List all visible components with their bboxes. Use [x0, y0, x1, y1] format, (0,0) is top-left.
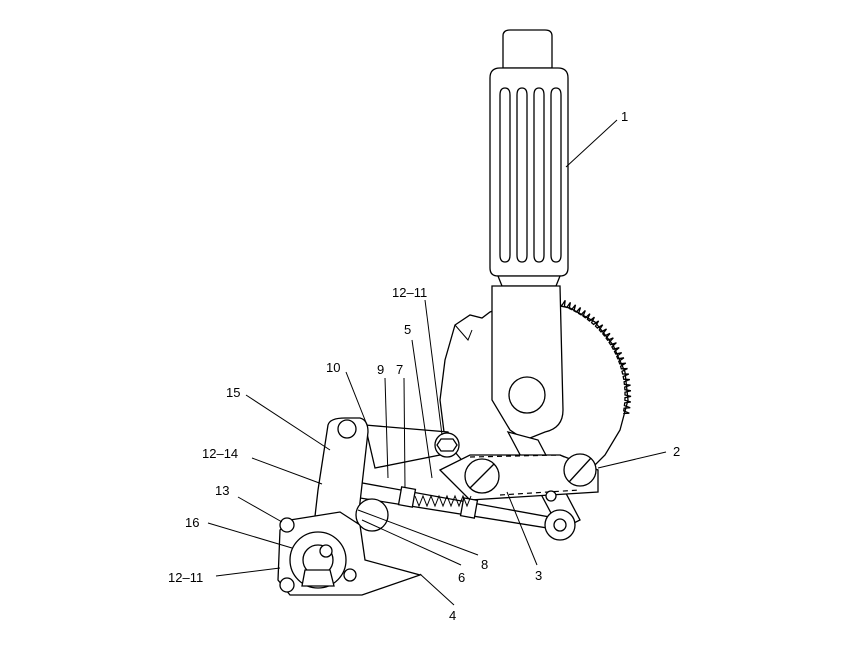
callout-8: 8 [481, 557, 488, 572]
callout-15: 15 [226, 385, 240, 400]
callout-labels: 1 2 3 4 5 6 7 8 9 10 12–11 12–14 13 15 1… [168, 109, 680, 623]
callout-16: 16 [185, 515, 199, 530]
callout-3: 3 [535, 568, 542, 583]
callout-12-14: 12–14 [202, 446, 238, 461]
callout-12-11-top: 12–11 [392, 285, 427, 300]
leader-lines [207, 119, 667, 606]
upper-link [364, 424, 460, 469]
callout-5: 5 [404, 322, 411, 337]
callout-4: 4 [449, 608, 456, 623]
callout-7: 7 [396, 362, 403, 377]
callout-1: 1 [621, 109, 628, 124]
callout-2: 2 [673, 444, 680, 459]
handle-grip [489, 29, 569, 287]
callout-13: 13 [215, 483, 229, 498]
callout-12-11-bottom: 12–11 [168, 570, 203, 585]
callout-9: 9 [377, 362, 384, 377]
callout-6: 6 [458, 570, 465, 585]
callout-10: 10 [326, 360, 340, 375]
bracket-plate [438, 453, 599, 502]
